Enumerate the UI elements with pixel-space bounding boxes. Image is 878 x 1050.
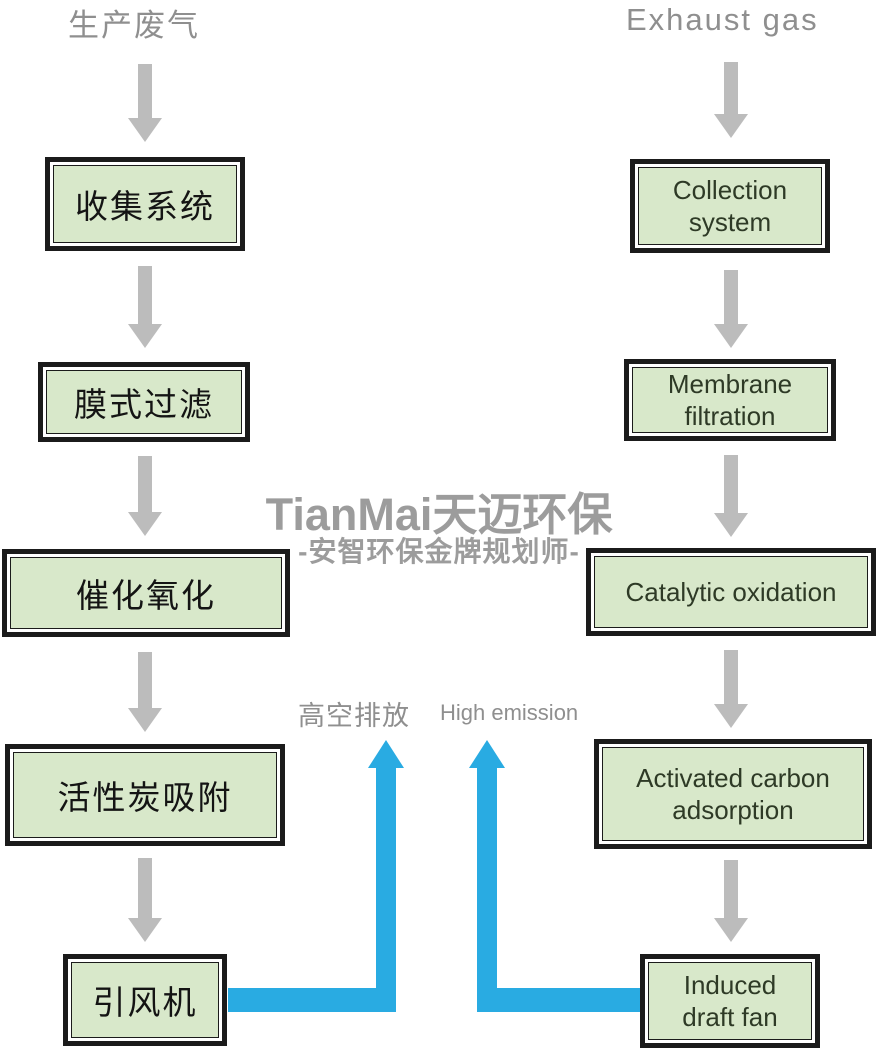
arrow-shaft	[138, 64, 152, 118]
flow-box-label: Catalytic oxidation	[594, 556, 868, 628]
down-arrow-icon	[714, 455, 748, 537]
flow-box-label: Induced draft fan	[648, 962, 812, 1040]
down-arrow-icon	[128, 64, 162, 142]
arrow-head	[714, 918, 748, 942]
flow-box-label: 催化氧化	[10, 557, 282, 629]
down-arrow-icon	[128, 266, 162, 348]
left-column-header: 生产废气	[68, 8, 200, 43]
arrow-head	[714, 114, 748, 138]
flow-box-label: 收集系统	[53, 165, 237, 243]
arrow-head	[714, 324, 748, 348]
arrow-head	[128, 708, 162, 732]
flow-box-label: 引风机	[71, 962, 219, 1038]
arrow-shaft	[138, 652, 152, 708]
flow-box-label: Collection system	[638, 167, 822, 245]
arrow-shaft	[138, 456, 152, 512]
down-arrow-icon	[128, 858, 162, 942]
flow-box-label: 活性炭吸附	[13, 752, 277, 838]
flow-box-induced-draft-fan-cn: 引风机	[63, 954, 227, 1046]
flow-box-membrane-filtration-cn: 膜式过滤	[38, 362, 250, 442]
emission-label-en: High emission	[440, 700, 579, 725]
flow-box-collection-system-cn: 收集系统	[45, 157, 245, 251]
flow-box-catalytic-oxidation-cn: 催化氧化	[2, 549, 290, 637]
flow-box-membrane-filtration-en: Membrane filtration	[624, 359, 836, 441]
arrow-shaft	[138, 858, 152, 918]
arrow-head	[714, 513, 748, 537]
flow-box-label: 膜式过滤	[46, 370, 242, 434]
emission-arrow-up-head-right	[469, 740, 505, 768]
arrow-shaft	[724, 270, 738, 324]
down-arrow-icon	[714, 270, 748, 348]
emission-arrow-vertical-right	[477, 768, 497, 1012]
arrow-shaft	[724, 650, 738, 704]
arrow-shaft	[724, 455, 738, 513]
flow-box-collection-system-en: Collection system	[630, 159, 830, 253]
arrow-head	[128, 118, 162, 142]
arrow-shaft	[724, 860, 738, 918]
down-arrow-icon	[714, 860, 748, 942]
arrow-head	[128, 918, 162, 942]
flow-box-label: Activated carbon adsorption	[602, 747, 864, 841]
flow-box-catalytic-oxidation-en: Catalytic oxidation	[586, 548, 876, 636]
arrow-shaft	[724, 62, 738, 114]
flow-box-label: Membrane filtration	[632, 367, 828, 433]
watermark-tagline: -安智环保金牌规划师-	[298, 536, 580, 567]
down-arrow-icon	[128, 456, 162, 536]
flow-box-activated-carbon-cn: 活性炭吸附	[5, 744, 285, 846]
down-arrow-icon	[714, 62, 748, 138]
arrow-head	[714, 704, 748, 728]
arrow-head	[128, 512, 162, 536]
arrow-head	[128, 324, 162, 348]
emission-arrow-up-head-left	[368, 740, 404, 768]
arrow-shaft	[138, 266, 152, 324]
down-arrow-icon	[128, 652, 162, 732]
emission-label-cn: 高空排放	[298, 701, 410, 731]
emission-arrow-horizontal-right	[479, 988, 642, 1012]
right-column-header: Exhaust gas	[626, 2, 819, 37]
emission-arrow-vertical-left	[376, 768, 396, 1012]
watermark-brand: TianMai天迈环保	[265, 489, 613, 540]
down-arrow-icon	[714, 650, 748, 728]
flow-box-activated-carbon-en: Activated carbon adsorption	[594, 739, 872, 849]
emission-arrow-horizontal-left	[228, 988, 396, 1012]
flow-box-induced-draft-fan-en: Induced draft fan	[640, 954, 820, 1048]
